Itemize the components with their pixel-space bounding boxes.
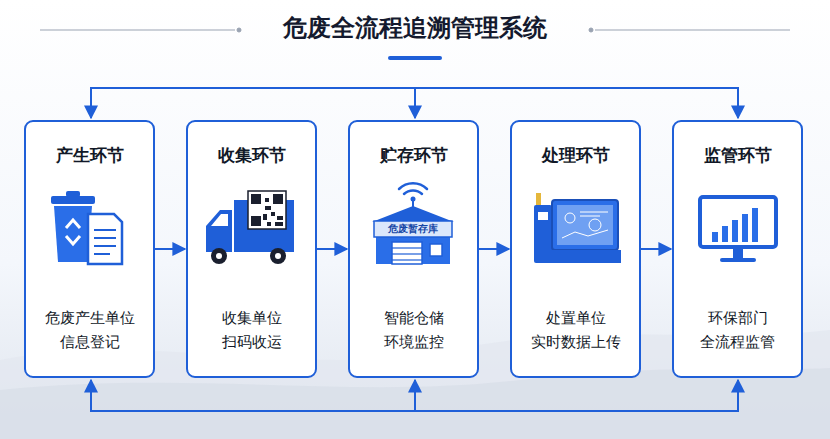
monitor-icon [700,197,776,262]
box-ground [25,121,802,377]
process-box: 贮存环节智能仓储 环境监控 [348,120,479,378]
process-box: 产生环节危废产生单位 信息登记 [24,120,155,378]
machine-icon [534,193,621,263]
stage-description: 危废产生单位 信息登记 [32,306,148,354]
stage-heading: 产生环节 [56,144,124,167]
flow-arrow [479,248,509,250]
stage-heading: 贮存环节 [380,144,448,167]
flow-arrow [317,248,347,250]
process-box: 处理环节处置单位 实时数据上传 [510,120,641,378]
warehouse-icon [372,183,454,264]
process-box: 监管环节环保部门 全流程监管 [672,120,803,378]
bin-icon [51,191,122,264]
stage-description: 收集单位 扫码收运 [194,306,310,354]
truck-icon [206,191,294,264]
stage-heading: 处理环节 [542,144,610,167]
stage-description: 智能仓储 环境监控 [356,306,472,354]
diagram-title: 危废全流程追溯管理系统 [0,12,830,44]
title-underline [388,56,442,60]
stage-heading: 监管环节 [704,144,772,167]
feedback-bracket [91,88,738,411]
wave [0,368,830,439]
flow-arrow [641,248,671,250]
flow-arrow [155,248,185,250]
stage-description: 处置单位 实时数据上传 [518,306,634,354]
stage-heading: 收集环节 [218,144,286,167]
sign-label: 危废暂存库 [388,222,438,236]
stage-description: 环保部门 全流程监管 [680,306,796,354]
process-box: 收集环节收集单位 扫码收运 [186,120,317,378]
